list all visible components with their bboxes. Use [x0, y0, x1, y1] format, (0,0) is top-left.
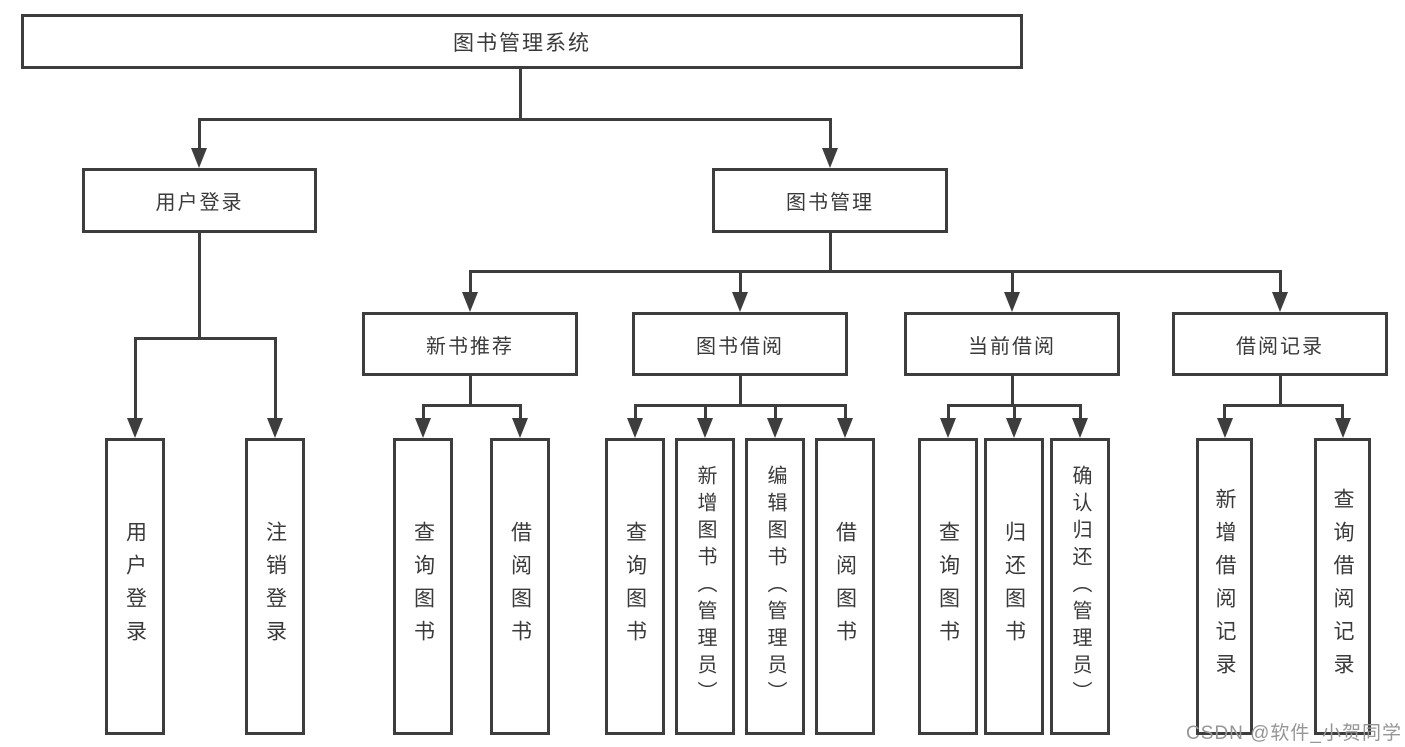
- leaf-borrow-books-borrowing: 借阅图书: [815, 438, 875, 735]
- node-user-login: 用户登录: [82, 168, 317, 233]
- node-book-borrowing: 图书借阅: [632, 312, 848, 376]
- connector-line: [843, 404, 847, 420]
- leaf-edit-books-admin: 编辑图书（管理员）: [745, 438, 805, 735]
- connector-line: [1223, 404, 1344, 407]
- connector-line: [197, 118, 201, 150]
- arrow-down-icon: [940, 418, 956, 438]
- arrow-down-icon: [837, 418, 853, 438]
- connector-line: [773, 404, 777, 420]
- arrow-down-icon: [1216, 418, 1233, 438]
- node-book-management: 图书管理: [712, 168, 948, 233]
- connector-line: [468, 270, 1282, 273]
- arrow-down-icon: [1004, 292, 1020, 312]
- connector-line: [738, 376, 742, 407]
- connector-line: [273, 337, 277, 420]
- connector-line: [468, 376, 472, 407]
- arrow-down-icon: [1272, 292, 1288, 312]
- leaf-query-books-current: 查询图书: [918, 438, 978, 735]
- arrow-down-icon: [732, 292, 748, 312]
- connector-line: [421, 404, 425, 420]
- connector-line: [197, 118, 832, 121]
- arrow-down-icon: [191, 148, 207, 168]
- leaf-borrow-books-recommend: 借阅图书: [490, 438, 550, 735]
- node-library-management-system: 图书管理系统: [21, 14, 1023, 69]
- connector-line: [1010, 270, 1014, 295]
- arrow-down-icon: [697, 418, 713, 438]
- arrow-down-icon: [1006, 418, 1022, 438]
- connector-line: [1010, 376, 1014, 407]
- leaf-add-books-admin: 新增图书（管理员）: [675, 438, 735, 735]
- leaf-confirm-return-admin: 确认归还（管理员）: [1050, 438, 1110, 735]
- node-borrowing-records: 借阅记录: [1172, 312, 1388, 376]
- leaf-logout: 注销登录: [245, 438, 305, 735]
- connector-line: [133, 337, 137, 420]
- connector-line: [197, 233, 201, 340]
- node-current-borrowing: 当前借阅: [904, 312, 1120, 376]
- connector-line: [946, 404, 950, 420]
- arrow-down-icon: [267, 418, 283, 438]
- arrow-down-icon: [127, 418, 143, 438]
- arrow-down-icon: [512, 418, 528, 438]
- connector-line: [1078, 404, 1082, 420]
- node-new-book-recommendation: 新书推荐: [362, 312, 578, 376]
- connector-line: [828, 233, 832, 273]
- connector-line: [421, 404, 522, 407]
- connector-line: [1278, 270, 1282, 295]
- connector-line: [133, 337, 277, 340]
- arrow-down-icon: [822, 148, 838, 168]
- watermark: CSDN @软件_小贺同学: [1186, 723, 1402, 744]
- connector-line: [1012, 404, 1016, 420]
- leaf-add-borrow-record: 新增借阅记录: [1196, 438, 1253, 735]
- connector-line: [518, 404, 522, 420]
- connector-line: [703, 404, 707, 420]
- connector-line: [738, 270, 742, 295]
- leaf-query-books-borrowing: 查询图书: [605, 438, 665, 735]
- leaf-query-books-recommend: 查询图书: [393, 438, 453, 735]
- connector-line: [468, 270, 472, 295]
- connector-line: [1278, 376, 1282, 407]
- connector-line: [518, 69, 522, 121]
- arrow-down-icon: [415, 418, 431, 438]
- connector-line: [1223, 404, 1226, 420]
- leaf-user-login: 用户登录: [105, 438, 165, 735]
- arrow-down-icon: [1334, 418, 1351, 438]
- connector-line: [828, 118, 832, 150]
- leaf-query-borrow-record: 查询借阅记录: [1314, 438, 1371, 735]
- leaf-return-books: 归还图书: [984, 438, 1044, 735]
- connector-line: [633, 404, 637, 420]
- arrow-down-icon: [767, 418, 783, 438]
- arrow-down-icon: [1072, 418, 1088, 438]
- connector-line: [1341, 404, 1344, 420]
- connector-line: [633, 404, 847, 407]
- arrow-down-icon: [627, 418, 643, 438]
- arrow-down-icon: [462, 292, 478, 312]
